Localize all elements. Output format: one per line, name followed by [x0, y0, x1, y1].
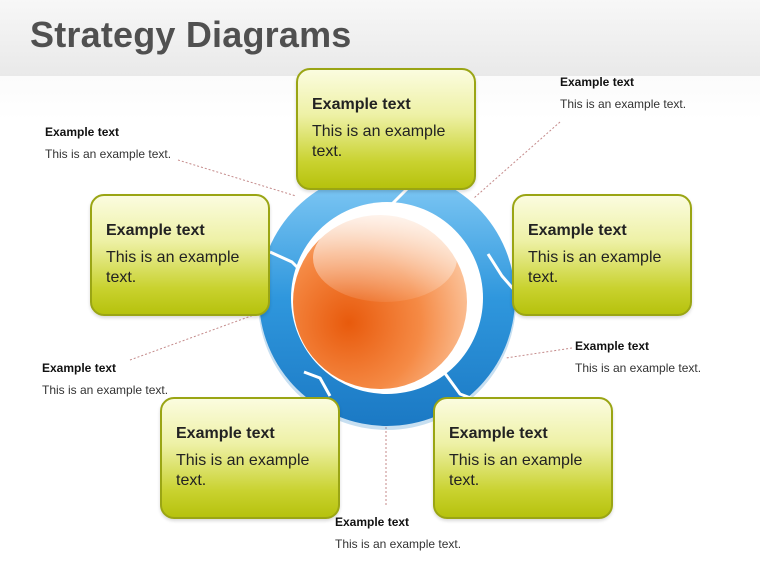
box-heading: Example text — [528, 222, 627, 239]
arrow-marker-left — [269, 250, 302, 272]
callout-left: Example text This is an example text. — [42, 361, 232, 397]
callout-heading: Example text — [560, 75, 635, 89]
box-bottom-left: Example text This is an example text. — [160, 397, 340, 519]
page-title: Strategy Diagrams — [30, 14, 352, 55]
box-body: This is an example text. — [312, 123, 446, 160]
box-body: This is an example text. — [176, 452, 310, 489]
leader-line-right — [505, 347, 573, 359]
callout-body: This is an example text. — [560, 97, 687, 111]
callout-body: This is an example text. — [335, 537, 462, 551]
callout-body: This is an example text. — [42, 383, 169, 397]
callout-top-right: Example text This is an example text. — [560, 75, 750, 111]
sphere-highlight — [313, 214, 457, 302]
callout-body: This is an example text. — [45, 147, 172, 161]
box-top: Example text This is an example text. — [296, 68, 476, 190]
callout-top-left: Example text This is an example text. — [45, 125, 235, 161]
callout-heading: Example text — [335, 515, 410, 529]
callout-body: This is an example text. — [575, 361, 702, 375]
box-left: Example text This is an example text. — [90, 194, 270, 316]
callout-bottom: Example text This is an example text. — [335, 515, 525, 551]
leader-line-top-right — [473, 121, 561, 199]
box-body: This is an example text. — [106, 249, 240, 286]
box-right: Example text This is an example text. — [512, 194, 692, 316]
box-body: This is an example text. — [449, 452, 583, 489]
callout-heading: Example text — [45, 125, 120, 139]
box-heading: Example text — [176, 425, 275, 442]
arrow-marker-right — [486, 253, 518, 293]
box-heading: Example text — [449, 425, 548, 442]
box-body: This is an example text. — [528, 249, 662, 286]
callout-heading: Example text — [42, 361, 117, 375]
box-bottom-right: Example text This is an example text. — [433, 397, 613, 519]
leader-line-left — [129, 311, 263, 361]
box-heading: Example text — [312, 96, 411, 113]
title-bar — [0, 0, 760, 76]
box-heading: Example text — [106, 222, 205, 239]
callout-right: Example text This is an example text. — [575, 339, 760, 375]
arrow-marker-bottom-left — [303, 370, 332, 397]
leader-line-top-left — [177, 159, 297, 197]
callout-heading: Example text — [575, 339, 650, 353]
